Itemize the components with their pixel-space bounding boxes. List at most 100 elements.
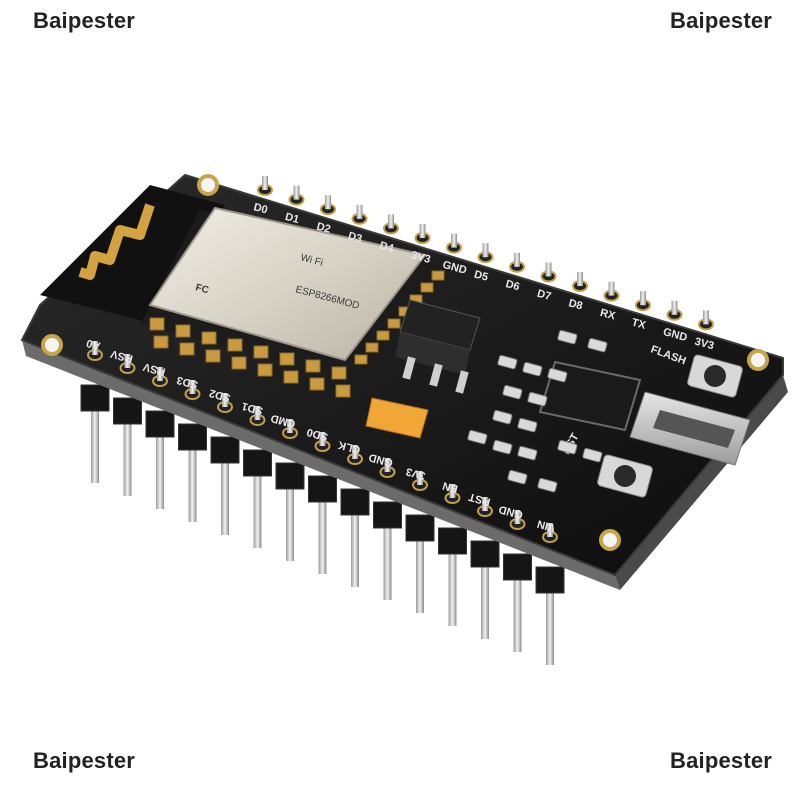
module-pad [335,384,351,398]
watermark-top-right: Baipester [670,8,773,33]
header-pin [91,405,99,483]
header-spacer [210,436,240,464]
bottom-pin-label: SD3 [175,374,199,391]
smd-part [537,477,558,493]
smd-part [467,429,488,445]
module-pad [201,331,217,345]
top-pin-tip [388,214,394,229]
bottom-pin-label: EN [441,479,459,495]
bottom-pin-tip [482,497,488,511]
flash-button [687,354,743,398]
top-pin-tip [419,224,426,238]
antenna-trace [78,203,155,280]
fc-mark: FC [194,282,210,296]
module-pad [231,356,247,370]
module-pad [279,352,295,366]
header-pin [253,470,262,548]
bottom-pin-tip [547,523,553,537]
top-pin-tip [545,262,552,277]
header-pin [318,496,327,574]
header-spacer [275,462,305,490]
bottom-pin-tip [254,406,261,420]
module-pad [283,370,299,384]
header-spacer [145,410,175,438]
bottom-pin-label: CLK [337,438,362,455]
module-pad [387,318,401,329]
top-pin-tip [451,233,457,248]
top-pin-tip [640,291,646,306]
bottom-pin-tip [222,393,228,407]
top-pin-label: D2 [315,221,332,236]
bottom-pin-label: SD0 [305,426,329,443]
header-pins [80,384,565,665]
bottom-pin-tip [157,367,163,381]
bottom-pin-label: SD1 [240,400,264,417]
module-pad [253,345,269,359]
header-spacer [178,423,207,451]
smd-part [557,439,578,455]
header-spacer [535,566,565,594]
bottom-pin-label: A0 [85,336,102,351]
top-pin-label: TX [630,317,647,332]
header-pin [156,431,164,509]
module-pad [365,342,379,353]
header-pin [188,444,197,522]
module-pad [257,363,273,377]
bottom-pin-tip [287,419,293,433]
bottom-pin-tip [352,445,358,459]
module-pad [354,354,368,365]
smd-part [517,417,538,433]
header-pin [546,587,554,665]
top-pin-tip [577,272,583,286]
header-pin [481,561,489,639]
top-pin-label: D4 [378,240,396,255]
module-pad [309,377,325,391]
pcb-edge [22,340,620,590]
module-pad [149,317,165,331]
bottom-pin-tip [124,354,131,368]
module-pad [175,324,191,338]
header-pin [286,483,294,561]
header-spacer [438,527,467,555]
top-pin-label: 3V3 [410,249,432,266]
header-spacer [503,553,532,581]
top-pin-tip [671,300,678,315]
bottom-pin-tip [384,458,391,472]
module-pad [305,359,321,373]
bottom-pin-row: A0RSVRSVSD3SD2SD1CMDSD0CLKGND3V3ENRSTGND… [85,336,558,543]
watermark-top-left: Baipester [33,8,136,33]
smd-part [507,469,528,485]
module-pad [376,330,390,341]
bottom-pin-tip [319,432,326,446]
bottom-pin-label: VIN [536,517,557,533]
smd-part [547,367,568,383]
header-spacer [308,475,337,503]
header-spacer [470,540,500,568]
top-pin-tip [703,310,709,325]
smd-part [587,337,608,353]
header-spacer [113,397,142,425]
module-pad [205,349,221,363]
top-pin-label: D8 [567,297,584,312]
module-pads [149,270,445,398]
top-pin-label: D6 [504,278,521,293]
top-pin-label: D5 [473,269,490,284]
top-pin-tip [293,185,300,200]
top-pin-tip [325,195,331,210]
top-pin-label: RX [599,307,618,323]
header-spacer [340,488,370,516]
smd-part [557,329,578,345]
header-pin [383,522,392,600]
reset-button [597,454,653,498]
smd-part [522,361,543,377]
smd-part [502,384,523,400]
bottom-pin-tip [417,471,423,485]
bottom-pin-tip [514,510,521,524]
bottom-pin-label: SD2 [208,387,232,404]
header-pin [351,509,359,587]
smd-part [497,354,518,370]
header-pin [448,548,457,626]
module-pad [179,342,195,356]
smd-components [467,329,608,493]
module-pad [331,366,347,380]
